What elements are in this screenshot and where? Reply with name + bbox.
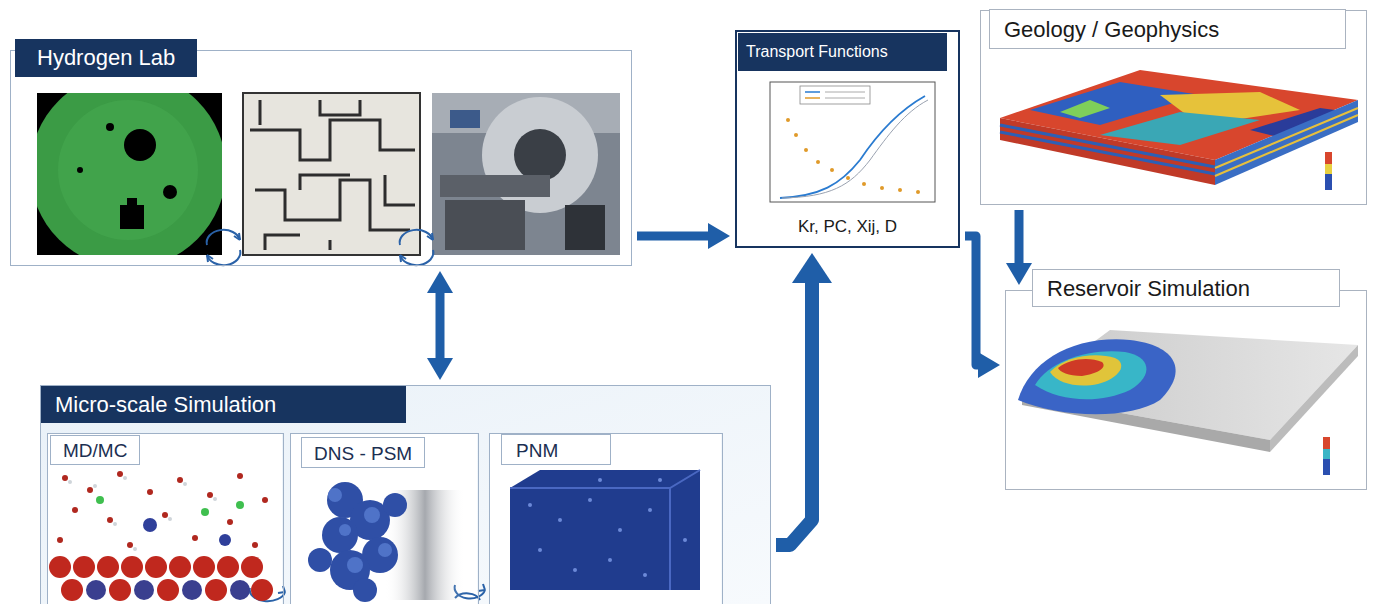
arrow-head	[708, 223, 730, 249]
node-heading: Hydrogen Lab	[15, 39, 197, 77]
node-heading: Geology / Geophysics	[989, 9, 1346, 49]
flow-arrow	[965, 236, 980, 365]
relperm-chart	[770, 82, 935, 202]
method-box: DNS - PSM	[290, 433, 479, 604]
function-box: Transport FunctionsKr, PC, Xij, D	[735, 30, 960, 248]
flow-arrow	[1015, 210, 1024, 265]
node-heading: Reservoir Simulation	[1032, 269, 1340, 307]
node-body: Kr, PC, Xij, D	[737, 212, 958, 242]
panel: Geology / Geophysics	[980, 10, 1367, 205]
flow-arrow	[637, 232, 710, 241]
droplet-image	[30, 72, 226, 268]
molecular-image	[49, 471, 273, 601]
node-heading: Transport Functions	[738, 33, 947, 71]
node-heading: DNS - PSM	[301, 437, 425, 468]
panel: Hydrogen Lab	[10, 50, 632, 266]
micromodel-image	[243, 93, 420, 255]
ct-scanner-photo	[432, 93, 620, 255]
arrow-head	[427, 271, 453, 293]
panel-ground	[47, 433, 282, 604]
panel-ground	[489, 433, 721, 604]
pore-network-image	[510, 470, 700, 590]
node-heading: PNM	[501, 434, 611, 465]
panel: Reservoir Simulation	[1005, 290, 1367, 490]
flow-arrow	[436, 291, 445, 360]
panel-ground	[40, 385, 771, 604]
method-box: PNM	[489, 433, 723, 604]
method-box: MD/MC	[47, 433, 284, 604]
reservoir-model	[1018, 330, 1358, 475]
node-heading: MD/MC	[50, 435, 140, 465]
node-heading: Micro-scale Simulation	[41, 386, 406, 423]
pore-scale-image	[308, 482, 465, 602]
arrow-head	[427, 358, 453, 380]
panel: Micro-scale SimulationMD/MC DNS - PSM PNM	[40, 385, 771, 604]
flow-arrow	[776, 281, 812, 545]
panel-ground	[290, 433, 477, 604]
geology-model	[1000, 70, 1358, 190]
arrow-head	[1006, 263, 1032, 285]
arrow-head	[978, 352, 1000, 378]
arrow-head	[792, 253, 832, 283]
